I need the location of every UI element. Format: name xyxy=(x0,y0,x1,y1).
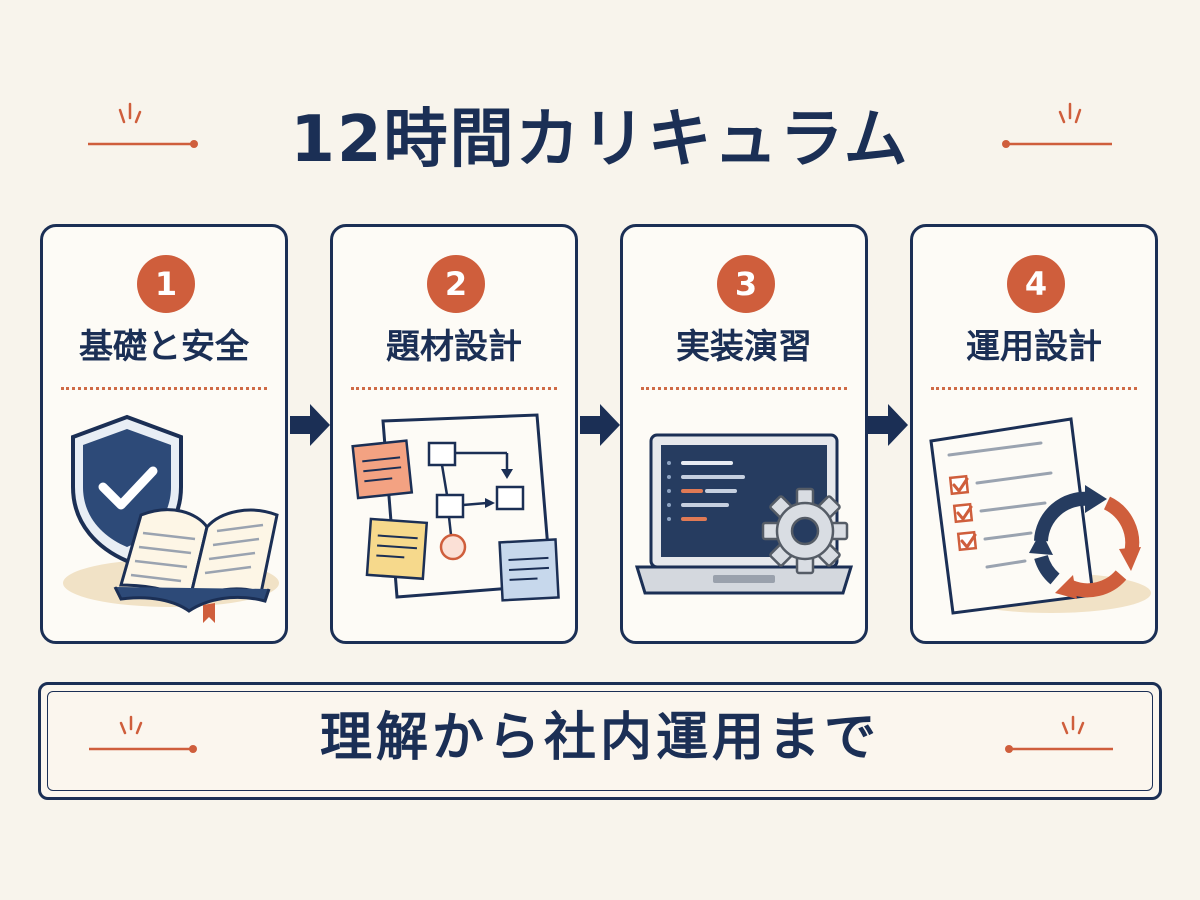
divider xyxy=(931,387,1137,390)
title-deco-left-icon xyxy=(88,102,198,148)
step-card-4: 4 運用設計 xyxy=(910,224,1158,644)
banner-deco-left-icon xyxy=(89,715,197,753)
shield-book-icon xyxy=(63,414,279,623)
step-card-1: 1 基礎と安全 xyxy=(40,224,288,644)
title-deco-right-icon xyxy=(1002,102,1112,148)
arrow-right-icon xyxy=(290,404,330,446)
step-number-badge: 2 xyxy=(427,255,485,313)
divider xyxy=(61,387,267,390)
step-number-badge: 3 xyxy=(717,255,775,313)
step-title: 実装演習 xyxy=(676,327,812,367)
banner-deco-right-icon xyxy=(1005,715,1113,753)
step-title: 題材設計 xyxy=(386,327,522,367)
summary-banner: 理解から社内運用まで xyxy=(38,682,1162,800)
page-title: 12時間カリキュラム xyxy=(290,103,910,177)
checklist-cycle-icon xyxy=(929,417,1151,615)
divider xyxy=(351,387,557,390)
step-card-3: 3 実装演習 xyxy=(620,224,868,644)
step-card-2: 2 題材設計 xyxy=(330,224,578,644)
step-number-badge: 4 xyxy=(1007,255,1065,313)
summary-text: 理解から社内運用まで xyxy=(319,708,880,768)
step-number-badge: 1 xyxy=(137,255,195,313)
step-title: 運用設計 xyxy=(966,327,1102,367)
step-title: 基礎と安全 xyxy=(79,327,249,367)
laptop-gear-icon xyxy=(634,433,854,595)
banner-inner-border xyxy=(47,691,1153,791)
divider xyxy=(641,387,847,390)
arrow-right-icon xyxy=(580,404,620,446)
flowchart-notes-icon xyxy=(351,413,560,602)
arrow-right-icon xyxy=(868,404,908,446)
